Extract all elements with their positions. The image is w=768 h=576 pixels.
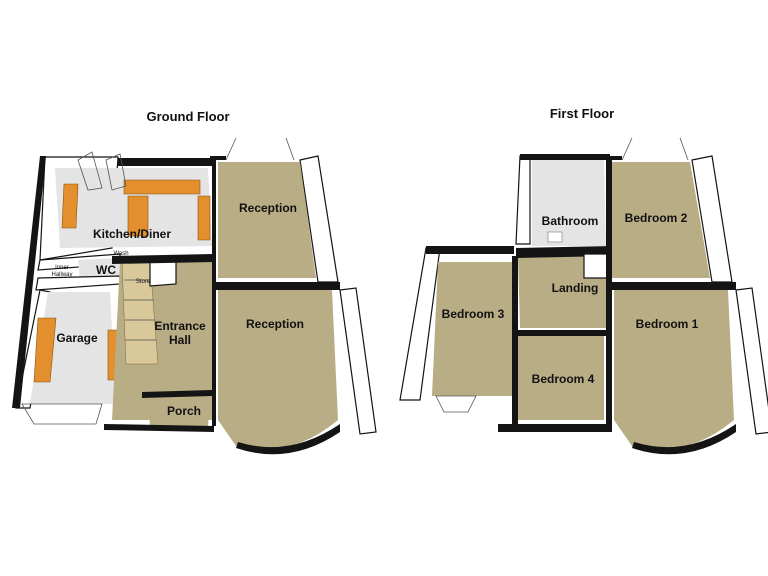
kitchen-diner-room [39, 151, 212, 261]
reception-front-room [214, 282, 377, 455]
bathroom-room [515, 154, 610, 246]
bedroom-1-label: Bedroom 1 [636, 317, 699, 331]
wc-label: WC [96, 263, 116, 277]
inner-hallway-label-1: Inner [55, 265, 69, 271]
reception-front-label: Reception [246, 317, 304, 331]
inner-hallway-label-2: Hallway [51, 272, 72, 278]
ground-floor-plan: Ground Floor [12, 109, 377, 455]
store-label: Store [136, 279, 151, 285]
porch-room [142, 390, 212, 426]
garage-room [15, 289, 121, 425]
kitchen-diner-label: Kitchen/Diner [93, 227, 171, 241]
bedroom-1-room [610, 282, 768, 455]
entrance-hall-label-1: Entrance [154, 319, 206, 333]
landing-room [516, 246, 612, 328]
entrance-hall-label-2: Hall [169, 333, 191, 347]
first-floor-plan: First Floor [399, 106, 768, 455]
bedroom-4-label: Bedroom 4 [532, 372, 595, 386]
bathroom-label: Bathroom [542, 214, 599, 228]
wash-label: Wash [113, 251, 128, 257]
entrance-hall-room [112, 254, 214, 420]
porch-label: Porch [167, 404, 201, 418]
reception-rear-label: Reception [239, 201, 297, 215]
reception-rear-room [210, 137, 339, 283]
garage-label: Garage [56, 331, 98, 345]
bedroom-2-room [604, 137, 733, 283]
bedroom-3-label: Bedroom 3 [442, 307, 505, 321]
bedroom-3-room [399, 246, 514, 413]
bedroom-2-label: Bedroom 2 [625, 211, 688, 225]
first-floor-title: First Floor [550, 106, 614, 121]
landing-label: Landing [552, 281, 599, 295]
bedroom-4-room [498, 330, 608, 432]
ground-floor-title: Ground Floor [146, 109, 229, 124]
